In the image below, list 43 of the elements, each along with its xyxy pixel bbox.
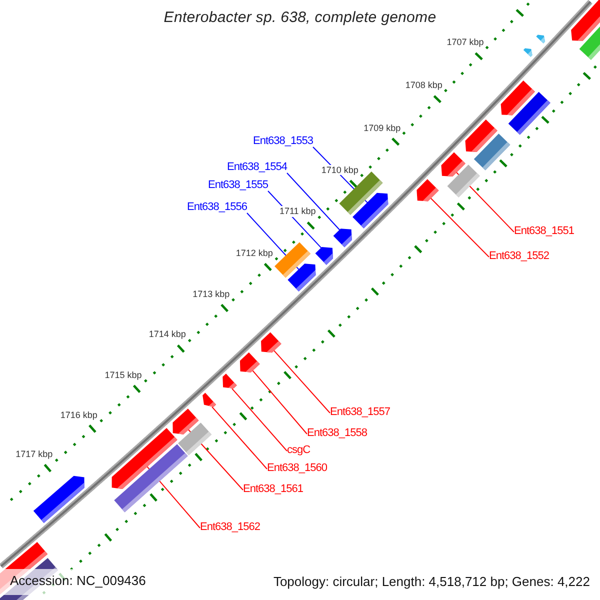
gene-label: Ent638_1556: [187, 201, 247, 214]
leader-line: [286, 172, 341, 231]
tick-label: 1714 kbp: [148, 329, 186, 340]
leader-line: [232, 388, 288, 452]
leader-line: [430, 197, 490, 258]
gene-block: [288, 264, 316, 292]
gene-label: csgC: [287, 444, 310, 456]
tick-label: 1713 kbp: [192, 288, 230, 300]
gene-label: Ent638_1555: [208, 179, 268, 192]
gene-label: Ent638_1553: [253, 135, 313, 148]
gene-block: [352, 192, 388, 228]
tick-label: 1717 kbp: [16, 448, 53, 460]
tick-label: 1712 kbp: [236, 248, 273, 258]
leader-line: [212, 406, 268, 470]
gene-block: [202, 392, 216, 408]
gene-block: [222, 374, 237, 388]
tick-label: 1716 kbp: [60, 410, 98, 420]
genome-summary-text: Topology: circular; Length: 4,518,712 bp; Genes: 4,222: [273, 574, 590, 590]
tick-label: 1715 kbp: [104, 370, 142, 380]
gene-block: [261, 332, 282, 353]
gene-label: Ent638_1560: [267, 462, 327, 474]
tick-label: 1707 kbp: [446, 37, 484, 48]
gene-block: [172, 408, 199, 434]
gene-block: [441, 152, 466, 176]
gene-block: [333, 228, 352, 248]
gene-label: Ent638_1551: [514, 224, 574, 238]
gene-label: Ent638_1561: [243, 482, 303, 496]
tick-label: 1708 kbp: [405, 80, 442, 90]
leader-line: [252, 369, 308, 434]
gene-block: [112, 428, 178, 489]
gene-block: [240, 352, 260, 372]
tick-label: 1711 kbp: [279, 206, 316, 217]
gene-label: Ent638_1562: [200, 520, 260, 534]
tick-label: 1710 kbp: [321, 164, 358, 175]
gene-label: Ent638_1557: [330, 406, 390, 418]
map-title: Enterobacter sp. 638, complete genome: [164, 9, 436, 26]
gene-label: Ent638_1552: [489, 250, 549, 262]
gene-label: Ent638_1558: [307, 426, 367, 440]
leader-line: [272, 349, 330, 414]
tick-label: 1709 kbp: [364, 122, 401, 133]
gene-block: [416, 179, 439, 202]
gene-label: Ent638_1554: [227, 161, 287, 174]
gene-block: [315, 246, 333, 265]
